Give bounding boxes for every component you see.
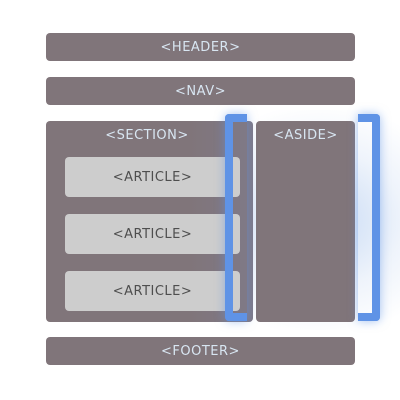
footer-block: <FOOTER> xyxy=(46,337,355,365)
highlight-bracket-left xyxy=(225,114,247,321)
aside-block xyxy=(256,121,355,322)
highlight-bracket-right xyxy=(358,114,380,321)
article-block-1: <ARTICLE> xyxy=(65,157,240,197)
section-label: <SECTION> xyxy=(105,128,189,143)
article-block-2: <ARTICLE> xyxy=(65,214,240,254)
header-block: <HEADER> xyxy=(46,33,355,61)
article-block-3: <ARTICLE> xyxy=(65,271,240,311)
aside-label: <ASIDE> xyxy=(273,128,338,143)
nav-block: <NAV> xyxy=(46,77,355,105)
